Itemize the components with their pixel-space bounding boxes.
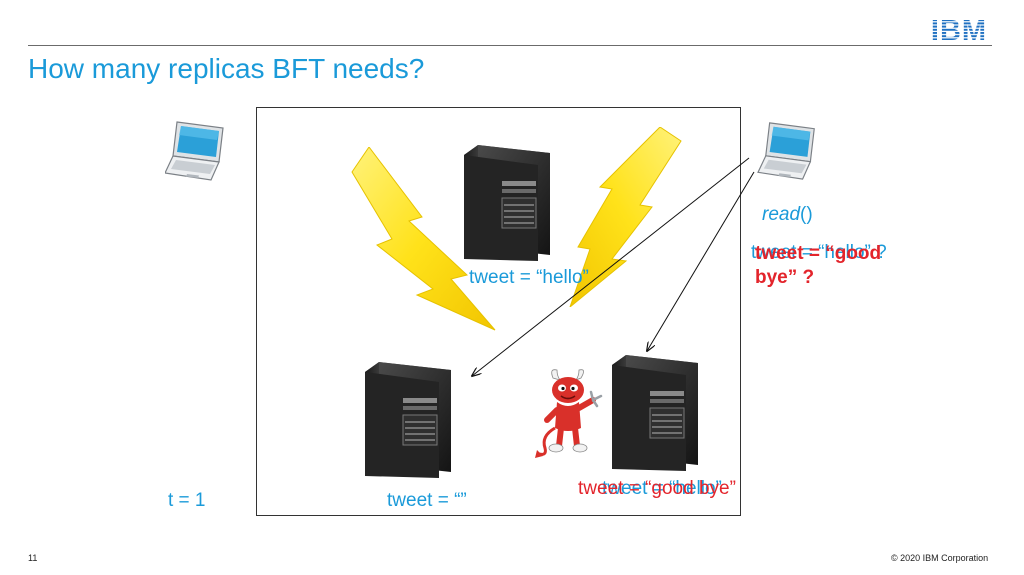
server-icon <box>606 353 704 471</box>
lightning-icon <box>347 147 497 332</box>
server-icon <box>359 360 457 478</box>
copyright: © 2020 IBM Corporation <box>891 553 989 563</box>
time-label: t = 1 <box>168 490 206 511</box>
left-replica-state: tweet = “” <box>387 490 467 511</box>
client-read-op: read() <box>762 204 813 225</box>
top-replica-state: tweet = “hello” <box>469 267 589 288</box>
page-number: 11 <box>28 553 38 563</box>
laptop-icon <box>165 118 231 184</box>
lightning-icon <box>568 127 683 307</box>
arrow-to-left-replica <box>472 157 750 376</box>
arrow-to-right-replica <box>647 171 755 351</box>
header-rule <box>28 45 992 46</box>
page-title: How many replicas BFT needs? <box>28 53 425 84</box>
devil-icon <box>535 366 617 458</box>
client-result-overlay: tweet = “hello” ? <box>751 242 887 263</box>
laptop-icon <box>757 119 823 183</box>
client-result: tweet = “good bye” ? <box>755 243 882 288</box>
right-replica-state: tweet = “good bye” <box>578 478 736 499</box>
right-replica-state-overlay: tweet = “hello” <box>602 478 722 499</box>
svg-text:IBM: IBM <box>931 16 987 42</box>
server-icon <box>458 143 556 261</box>
ibm-logo: IBM <box>925 16 993 42</box>
replica-group-box <box>256 107 741 516</box>
